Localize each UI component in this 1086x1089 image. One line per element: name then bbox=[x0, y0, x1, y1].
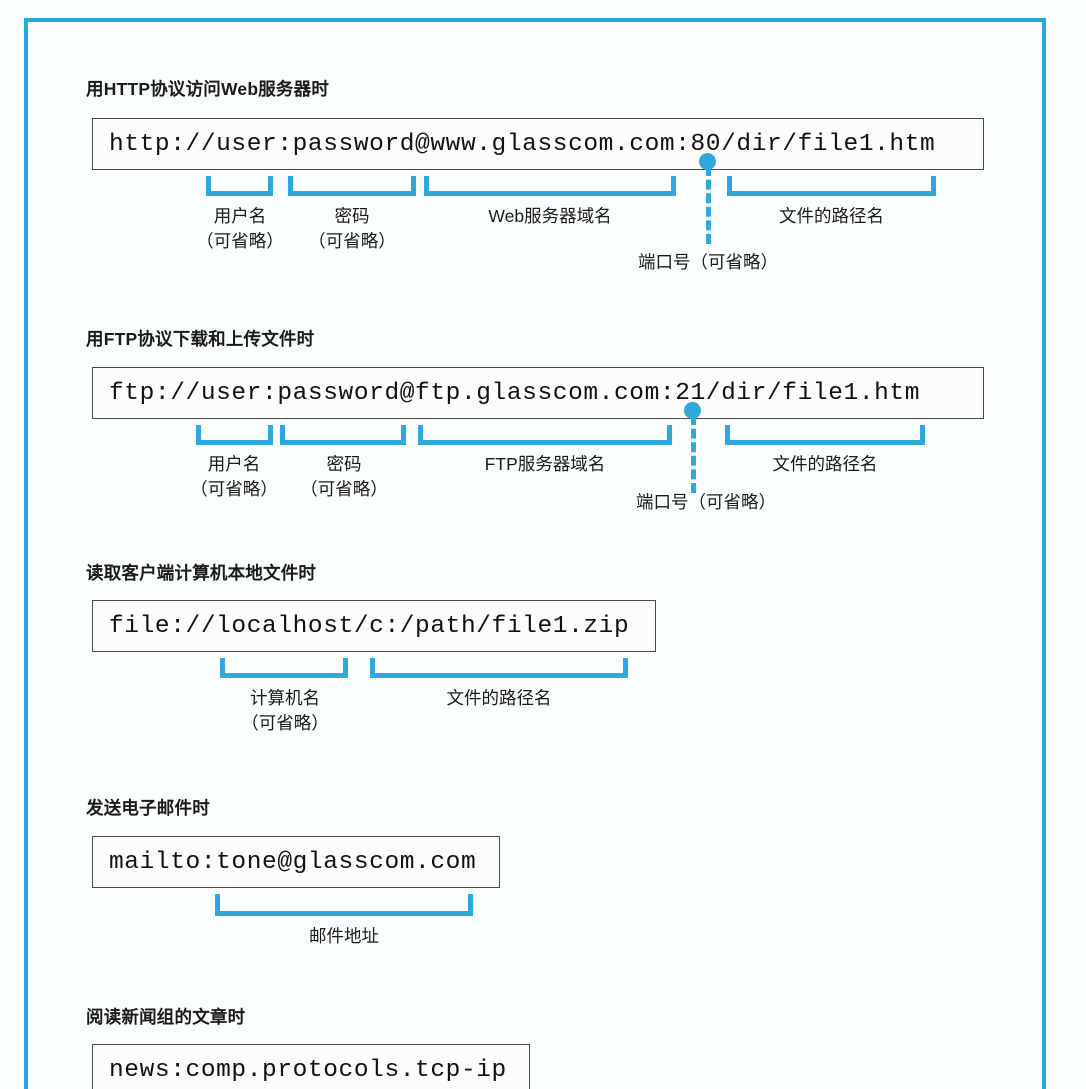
caption-http-password-main: 密码 bbox=[334, 206, 370, 226]
caption-ftp-domain: FTP服务器域名 bbox=[484, 454, 606, 474]
url-box-mailto[interactable]: mailto:tone@glasscom.com bbox=[92, 836, 500, 888]
caption-http-password-note: （可省略） bbox=[308, 231, 396, 252]
bracket-http-password bbox=[288, 176, 416, 196]
caption-ftp-port: 端口号（可省略） bbox=[636, 492, 776, 512]
caption-ftp-password: 密码 （可省略） bbox=[270, 452, 418, 503]
section-title-ftp: 用FTP协议下载和上传文件时 bbox=[86, 329, 315, 349]
bracket-ftp-domain bbox=[418, 425, 672, 445]
caption-ftp-password-main: 密码 bbox=[326, 454, 362, 474]
section-title-file: 读取客户端计算机本地文件时 bbox=[86, 563, 317, 583]
caption-http-path: 文件的路径名 bbox=[779, 206, 884, 226]
url-text-http: http://user:password@www.glasscom.com:80… bbox=[109, 130, 936, 158]
caption-http-domain: Web服务器域名 bbox=[488, 206, 612, 226]
caption-http-username-main: 用户名 bbox=[213, 206, 267, 226]
caption-ftp-path: 文件的路径名 bbox=[772, 454, 878, 474]
bracket-ftp-password bbox=[280, 425, 406, 445]
port-marker-dot-http bbox=[699, 153, 716, 170]
caption-file-hostname: 计算机名 （可省略） bbox=[212, 686, 358, 737]
bracket-http-domain bbox=[424, 176, 676, 196]
caption-ftp-password-note: （可省略） bbox=[300, 479, 388, 500]
bracket-mailto-address bbox=[215, 894, 473, 916]
caption-ftp-username: 用户名 （可省略） bbox=[160, 452, 308, 503]
port-dashed-line-http bbox=[706, 166, 711, 244]
caption-http-port: 端口号（可省略） bbox=[638, 252, 778, 272]
caption-mailto-address: 邮件地址 bbox=[309, 926, 379, 946]
bracket-http-path bbox=[727, 176, 936, 196]
caption-file-path: 文件的路径名 bbox=[446, 688, 552, 708]
caption-ftp-username-main: 用户名 bbox=[207, 454, 261, 474]
port-dashed-line-ftp bbox=[691, 415, 696, 493]
caption-file-hostname-main: 计算机名 bbox=[250, 688, 320, 708]
bracket-file-hostname bbox=[220, 658, 348, 678]
caption-ftp-username-note: （可省略） bbox=[190, 479, 278, 500]
url-text-file: file://localhost/c:/path/file1.zip bbox=[109, 612, 630, 640]
caption-http-username-note: （可省略） bbox=[196, 231, 284, 252]
url-box-http[interactable]: http://user:password@www.glasscom.com:80… bbox=[92, 118, 984, 170]
url-text-news: news:comp.protocols.tcp-ip bbox=[109, 1056, 507, 1084]
section-title-http: 用HTTP协议访问Web服务器时 bbox=[86, 79, 330, 99]
caption-http-username: 用户名 （可省略） bbox=[166, 204, 314, 255]
port-marker-dot-ftp bbox=[684, 402, 701, 419]
url-box-news[interactable]: news:comp.protocols.tcp-ip bbox=[92, 1044, 530, 1089]
bracket-ftp-username bbox=[196, 425, 273, 445]
caption-http-password: 密码 （可省略） bbox=[278, 204, 426, 255]
bracket-file-path bbox=[370, 658, 628, 678]
url-text-ftp: ftp://user:password@ftp.glasscom.com:21/… bbox=[109, 379, 921, 407]
url-text-mailto: mailto:tone@glasscom.com bbox=[109, 848, 477, 876]
url-box-file[interactable]: file://localhost/c:/path/file1.zip bbox=[92, 600, 656, 652]
url-box-ftp[interactable]: ftp://user:password@ftp.glasscom.com:21/… bbox=[92, 367, 984, 419]
bracket-ftp-path bbox=[725, 425, 925, 445]
section-title-mailto: 发送电子邮件时 bbox=[86, 798, 210, 818]
section-title-news: 阅读新闻组的文章时 bbox=[86, 1007, 246, 1027]
bracket-http-username bbox=[206, 176, 273, 196]
caption-file-hostname-note: （可省略） bbox=[241, 713, 329, 734]
